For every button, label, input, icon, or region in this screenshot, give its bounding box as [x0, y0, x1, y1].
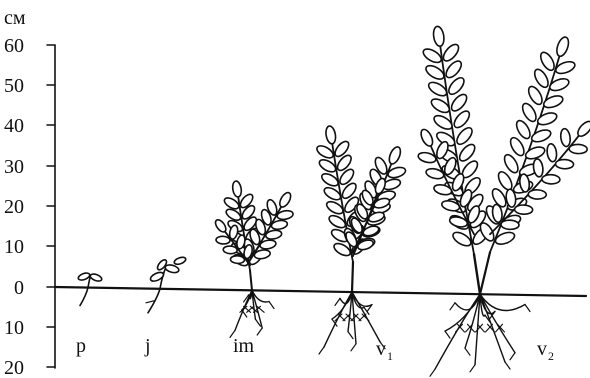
leaflet [216, 236, 230, 244]
stage-label-v1-subscript: 1 [387, 349, 393, 363]
stage-label-im: im [233, 335, 255, 357]
leaflet [524, 145, 546, 161]
leaflet [514, 205, 532, 215]
plant-stage-im [213, 180, 293, 337]
leaflet [526, 84, 545, 106]
leaflet [232, 180, 243, 197]
stage-label-v2-subscript: 2 [548, 349, 554, 363]
leaflet [530, 128, 552, 144]
leaflet [89, 273, 102, 283]
leaflet [514, 118, 533, 140]
tick-label-50: 50 [4, 75, 24, 97]
stage-label-v2: v [537, 338, 547, 360]
leaflet [278, 191, 293, 209]
leaflet [149, 271, 165, 283]
stage-label-v1: v [376, 338, 386, 360]
leaflet [528, 190, 546, 200]
axis-ticks [47, 45, 55, 367]
plant-stage-v2 [417, 26, 590, 377]
tick-label-10: 10 [4, 236, 24, 258]
leaflet [387, 145, 403, 165]
leaflet [555, 159, 573, 169]
leaflet [501, 220, 519, 230]
axis-unit-label: см [4, 7, 26, 29]
leaflet [546, 143, 558, 162]
tick-label-60: 60 [4, 35, 24, 57]
leaflet [496, 170, 515, 192]
leaflet [230, 255, 244, 263]
plants-group [77, 26, 590, 377]
tick-label-30: 30 [4, 156, 24, 178]
leaflet [419, 128, 435, 148]
leaflet [542, 174, 560, 184]
tick-label-20: 20 [4, 196, 24, 218]
ground-line [55, 287, 586, 296]
leaflet [532, 67, 551, 89]
tick-label-40: 40 [4, 115, 24, 137]
leaflet [520, 101, 539, 123]
leaflet [502, 153, 521, 175]
leaflet [223, 246, 237, 254]
stage-label-j: j [144, 335, 151, 357]
leaflet [454, 125, 475, 147]
leaflet [560, 128, 572, 147]
tick-label-minus-10: 10 [4, 317, 24, 339]
plant-stage-j [146, 256, 187, 313]
leaflet [538, 50, 557, 72]
tick-label-0: 0 [14, 277, 24, 299]
leaflet [569, 144, 587, 154]
leaflet [555, 36, 571, 58]
plant-stage-v1 [315, 125, 407, 354]
leaflet [457, 142, 478, 164]
leaflet [213, 218, 227, 234]
leaflet [536, 111, 558, 127]
leaflet [542, 94, 564, 110]
leaflet [548, 76, 570, 92]
leaflet [325, 125, 337, 144]
leaflet [449, 92, 470, 114]
leaflet [173, 256, 186, 266]
leaflet [443, 59, 464, 81]
leaflet [532, 158, 544, 177]
leaflet [451, 109, 472, 131]
leaflet [441, 42, 462, 64]
leaflet [164, 264, 179, 274]
stage-label-p: p [76, 335, 86, 357]
leaflet [446, 75, 467, 97]
leaflet [575, 119, 590, 139]
leaflet [432, 26, 445, 47]
tick-label-minus-20: 20 [4, 357, 24, 378]
leaflet [508, 135, 527, 157]
